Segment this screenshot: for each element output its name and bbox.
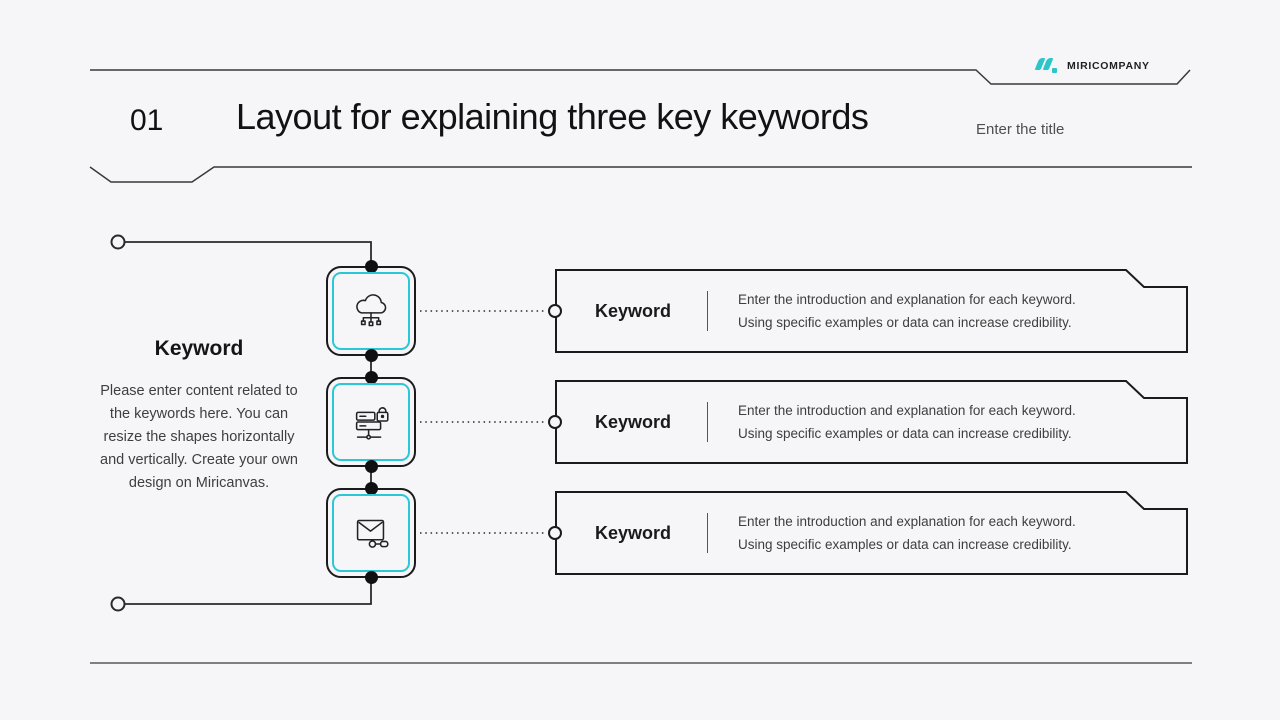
- miricompany-logo-icon: [1034, 58, 1058, 73]
- description-line-1: Enter the introduction and explanation f…: [738, 403, 1076, 418]
- description-line-1: Enter the introduction and explanation f…: [738, 292, 1076, 307]
- description-line-1: Enter the introduction and explanation f…: [738, 514, 1076, 529]
- keyword-label[interactable]: Keyword: [595, 300, 672, 321]
- keyword-description[interactable]: Enter the introduction and explanation f…: [738, 380, 1076, 464]
- server-lock-icon: [355, 407, 389, 440]
- description-line-2: Using specific examples or data can incr…: [738, 426, 1072, 441]
- keyword-box-outline: [555, 269, 1188, 353]
- keyword-label[interactable]: Keyword: [595, 522, 672, 543]
- icon-box-2-inner: [332, 383, 410, 461]
- title-placeholder[interactable]: Enter the title: [976, 121, 1065, 138]
- company-name: MIRICOMPANY: [1067, 60, 1150, 72]
- description-line-2: Using specific examples or data can incr…: [738, 315, 1072, 330]
- mail-key-icon: [356, 519, 389, 548]
- keyword-box-outline: [555, 491, 1188, 575]
- description-line-2: Using specific examples or data can incr…: [738, 537, 1072, 552]
- icon-box-2: [326, 371, 416, 473]
- icon-box-3: [326, 482, 416, 584]
- connector-node-icon: [548, 304, 562, 318]
- keyword-description[interactable]: Enter the introduction and explanation f…: [738, 269, 1076, 353]
- divider: [707, 402, 708, 442]
- divider: [707, 513, 708, 553]
- connector-node-icon: [548, 526, 562, 540]
- icon-box-1-inner: [332, 272, 410, 350]
- section-number[interactable]: 01: [130, 104, 164, 137]
- left-keyword-heading[interactable]: Keyword: [154, 337, 244, 360]
- keyword-box-outline: [555, 380, 1188, 464]
- keyword-row-3: Keyword Enter the introduction and expla…: [548, 491, 1188, 575]
- icon-box-3-inner: [332, 494, 410, 572]
- keyword-row-2: Keyword Enter the introduction and expla…: [548, 380, 1188, 464]
- page-title[interactable]: Layout for explaining three key keywords: [236, 96, 869, 137]
- left-keyword-description[interactable]: Please enter content related to the keyw…: [100, 383, 298, 491]
- connector-node-icon: [548, 415, 562, 429]
- icon-box-1: [326, 260, 416, 362]
- keyword-description[interactable]: Enter the introduction and explanation f…: [738, 491, 1076, 575]
- keyword-label[interactable]: Keyword: [595, 411, 672, 432]
- divider: [707, 291, 708, 331]
- company-logo: MIRICOMPANY: [1034, 58, 1150, 73]
- keyword-row-1: Keyword Enter the introduction and expla…: [548, 269, 1188, 353]
- cloud-network-icon: [356, 294, 387, 327]
